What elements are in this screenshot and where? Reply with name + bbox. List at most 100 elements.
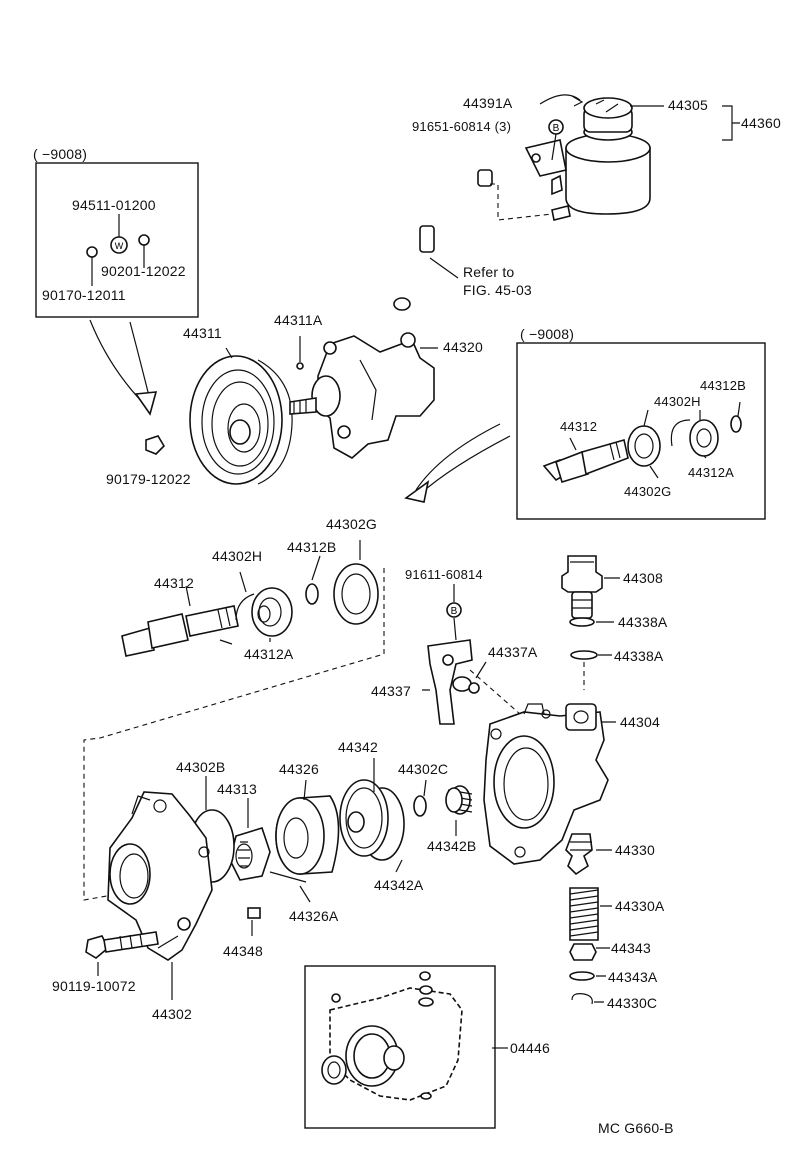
inset-label-44312: 44312 — [560, 419, 598, 434]
label-44343: 44343 — [611, 940, 651, 956]
nut-small-b — [138, 234, 150, 246]
inset-box-nuts — [35, 162, 199, 318]
inset-label-44312B: 44312B — [700, 378, 747, 393]
label-44311A: 44311A — [274, 312, 323, 328]
top-inset-range: ( −9008) — [33, 146, 88, 162]
vane-44348 — [247, 907, 261, 919]
hose-end-lower — [393, 297, 411, 311]
label-90179-12022: 90179-12022 — [106, 471, 191, 487]
bracket-44337-drawing — [427, 639, 480, 725]
refer-line-1: Refer to — [463, 264, 515, 280]
shaft-inset-range: ( −9008) — [520, 326, 575, 342]
label-04446: 04446 — [510, 1040, 550, 1056]
label-44337: 44337 — [371, 683, 411, 699]
pump-assembly-drawing — [289, 332, 435, 459]
label-44337A: 44337A — [488, 644, 538, 660]
label-44343A: 44343A — [608, 969, 658, 985]
bolt-90119-drawing — [85, 931, 159, 959]
label-44304: 44304 — [620, 714, 660, 730]
inset-label-44312A: 44312A — [688, 465, 735, 480]
label-44302: 44302 — [152, 1006, 192, 1022]
label-44302G: 44302G — [326, 516, 378, 532]
label-44330: 44330 — [615, 842, 655, 858]
label-44312A: 44312A — [244, 646, 294, 662]
shaft-group-leaders — [185, 540, 361, 645]
front-housing-drawing — [107, 791, 213, 961]
label-44313: 44313 — [217, 781, 257, 797]
leader-b-bolt — [551, 133, 557, 161]
seal-kit-drawing — [321, 971, 463, 1101]
inset-label-44302H: 44302H — [654, 394, 701, 409]
label-44326: 44326 — [279, 761, 319, 777]
label-44312B: 44312B — [287, 539, 337, 555]
rotor-group-drawing — [189, 779, 427, 919]
valve-stack-drawing — [565, 833, 599, 1005]
bracket-44360 — [722, 105, 740, 141]
inset-label-44302G: 44302G — [624, 484, 672, 499]
plug-44311A — [296, 362, 304, 370]
seal-kit-box — [304, 965, 496, 1129]
inset-arrow-line-b — [129, 321, 151, 401]
pulley-drawing — [189, 355, 293, 485]
spring-44342B-drawing — [445, 785, 473, 815]
badge-b-lower — [446, 602, 462, 618]
shaft-group-drawing — [121, 563, 379, 657]
inset-shaft-arrow-a — [415, 423, 501, 491]
inset-shaft-arrow-head — [404, 480, 430, 503]
badge-b-upper-text: B — [553, 123, 560, 134]
hose-end-upper — [477, 169, 493, 187]
inset-box-shaft — [516, 342, 766, 520]
label-44360: 44360 — [741, 115, 781, 131]
washer-w-text: W — [115, 241, 124, 251]
valve-fitting-drawing — [561, 555, 603, 660]
valve-leaders — [596, 577, 620, 723]
label-44391A: 44391A — [463, 95, 513, 111]
label-90170-12011: 90170-12011 — [42, 287, 126, 303]
leader-refer — [429, 257, 459, 279]
inset-shaft-drawing — [542, 415, 742, 484]
label-44308: 44308 — [623, 570, 663, 586]
label-44302H: 44302H — [212, 548, 263, 564]
reservoir-tank-drawing — [524, 97, 651, 221]
label-91651-60814: 91651-60814 (3) — [412, 119, 512, 134]
leader-44311 — [225, 347, 233, 359]
label-44320: 44320 — [443, 339, 483, 355]
leader-91611 — [453, 584, 457, 641]
label-44342A: 44342A — [374, 877, 424, 893]
bracket-leaders — [422, 661, 487, 691]
label-91611-60814: 91611-60814 — [405, 567, 483, 582]
label-44326A: 44326A — [289, 908, 339, 924]
label-44302B: 44302B — [176, 759, 226, 775]
bracket-dash — [469, 669, 521, 715]
label-44342B: 44342B — [427, 838, 477, 854]
label-44305: 44305 — [668, 97, 708, 113]
shaft-dash-route — [83, 568, 385, 901]
nut-90179 — [145, 435, 166, 455]
refer-line-2: FIG. 45-03 — [463, 282, 532, 298]
label-44330C: 44330C — [607, 995, 658, 1011]
label-44338A-lower: 44338A — [614, 648, 664, 664]
hose-sleeve — [419, 225, 435, 253]
nut-small-a — [86, 246, 98, 258]
leader-44391A — [539, 94, 581, 105]
housing-leaders — [97, 935, 179, 1000]
label-44348: 44348 — [223, 943, 263, 959]
housing-44304-drawing — [483, 703, 609, 865]
inset-arrow-head — [134, 391, 158, 416]
label-44342: 44342 — [338, 739, 378, 755]
label-44311: 44311 — [183, 325, 222, 341]
hose-dash-route — [490, 183, 553, 221]
label-94511-01200: 94511-01200 — [72, 197, 156, 213]
label-44330A: 44330A — [615, 898, 665, 914]
label-44312: 44312 — [154, 575, 194, 591]
label-44338A-upper: 44338A — [618, 614, 668, 630]
badge-b-lower-text: B — [451, 606, 458, 617]
inset-shaft-leaders — [569, 401, 741, 479]
label-90119-10072: 90119-10072 — [52, 978, 136, 994]
label-90201-12022: 90201-12022 — [101, 263, 186, 279]
inset-leaders — [91, 214, 145, 286]
stack-leaders — [594, 849, 612, 1003]
arrow-44391A — [571, 95, 584, 107]
figure-code: MC G660-B — [598, 1120, 674, 1136]
